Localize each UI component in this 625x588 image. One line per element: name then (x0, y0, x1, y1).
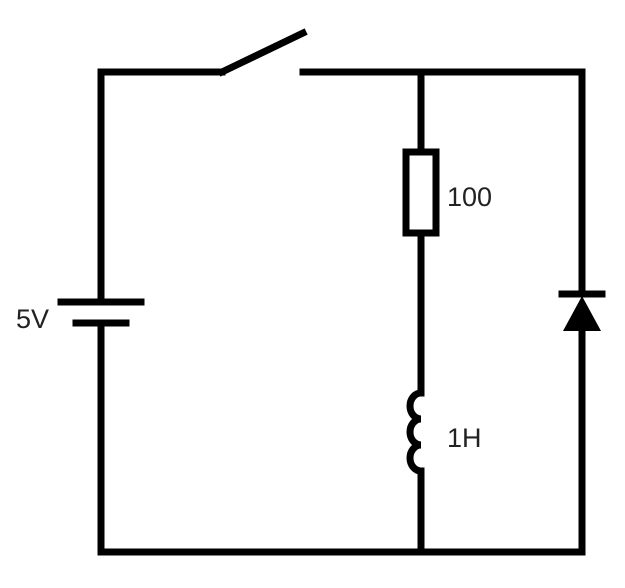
switch-blade (217, 28, 308, 77)
battery-label: 5V (16, 304, 49, 334)
inductor-symbol (406, 389, 425, 475)
resistor-symbol (402, 148, 440, 237)
diode-triangle (563, 296, 601, 331)
inductor-label: 1H (447, 423, 482, 453)
resistor-label: 100 (447, 182, 492, 212)
top-wire-right (299, 68, 586, 298)
top-wire-left (97, 68, 226, 306)
left-bottom-wire (97, 319, 586, 556)
